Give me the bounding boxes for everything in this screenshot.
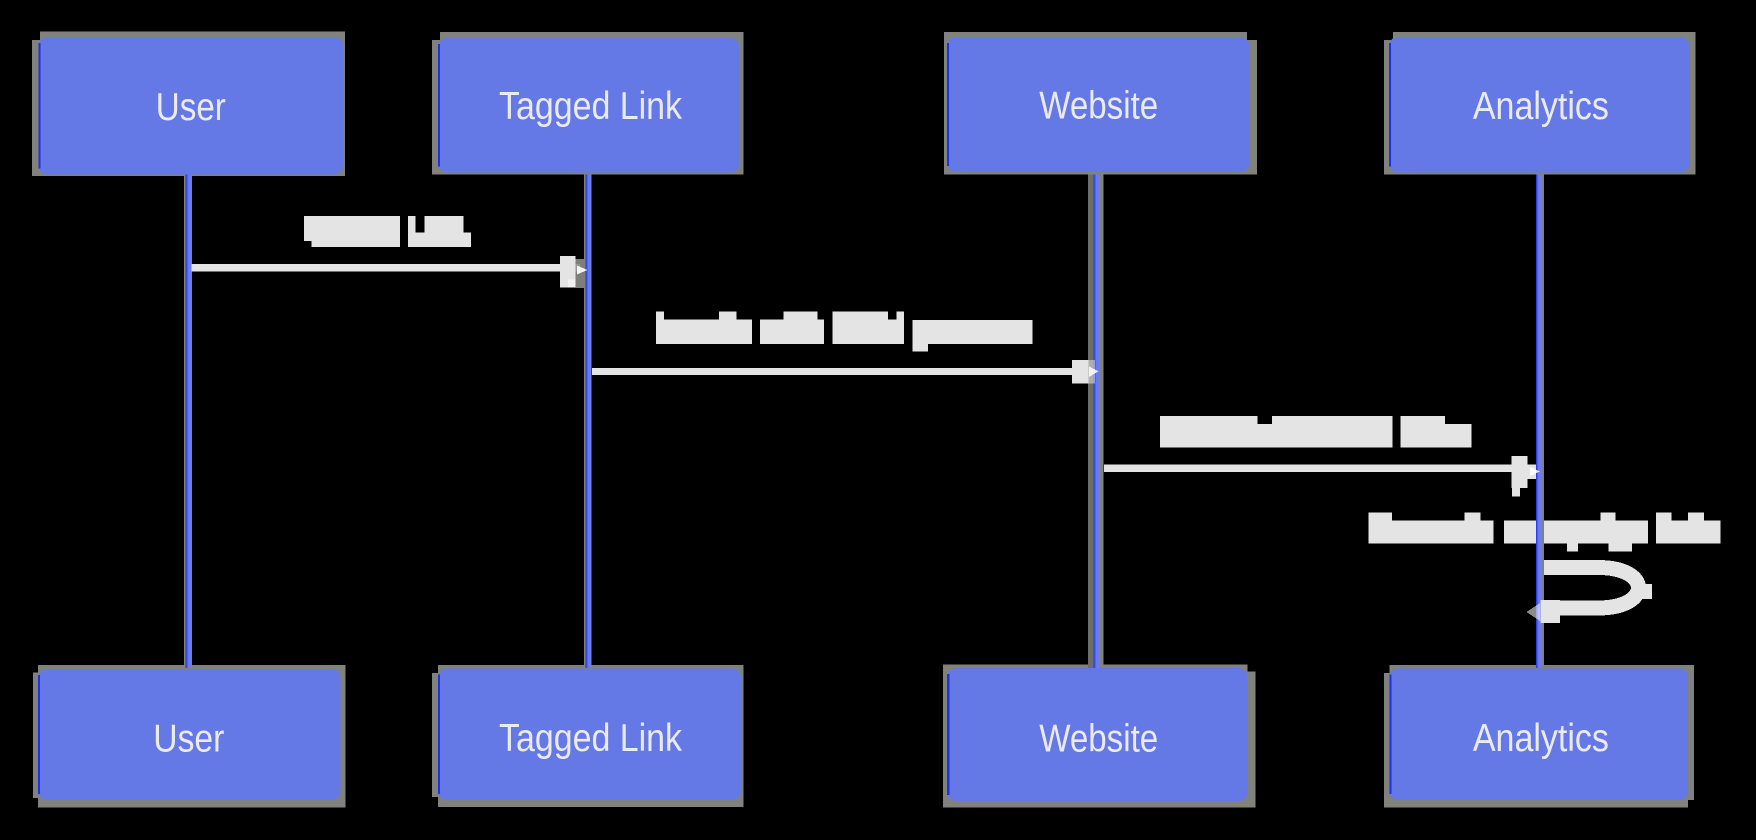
svg-text:Tagged Link: Tagged Link: [499, 717, 682, 760]
svg-text:User: User: [156, 86, 226, 129]
svg-text:Website: Website: [1039, 718, 1158, 761]
svg-text:Analytics: Analytics: [1473, 85, 1609, 128]
svg-text:Analytics: Analytics: [1473, 717, 1609, 760]
svg-text:Website: Website: [1039, 85, 1158, 128]
svg-text:Tagged Link: Tagged Link: [499, 85, 682, 128]
svg-text:User: User: [153, 718, 224, 761]
